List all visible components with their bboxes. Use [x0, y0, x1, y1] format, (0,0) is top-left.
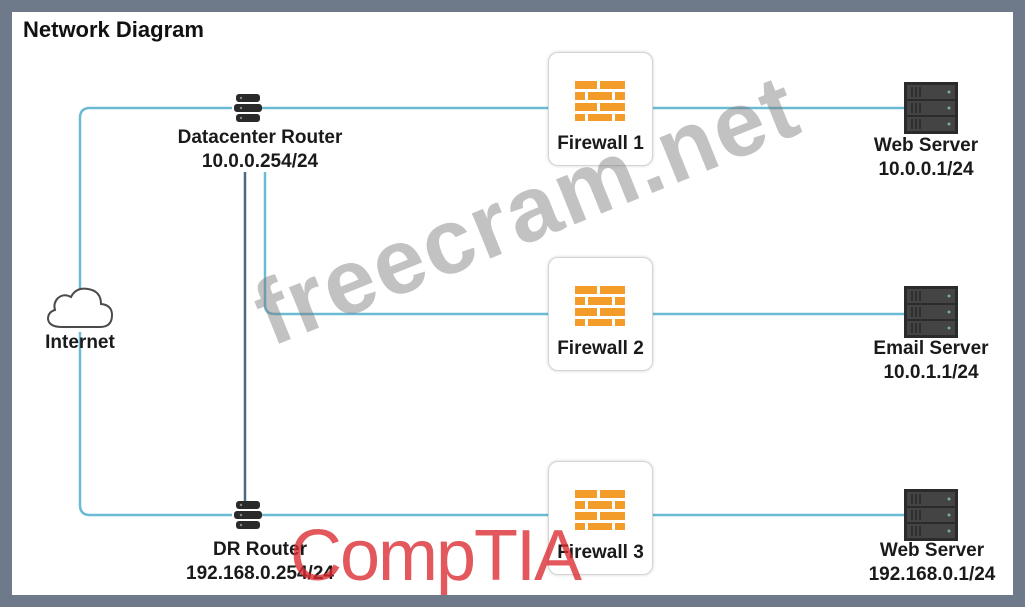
firewall-icon [575, 490, 625, 530]
firewall3-label: Firewall 3 [557, 542, 644, 563]
datacenter-router-name: Datacenter Router [177, 127, 343, 148]
cloud-icon [46, 287, 114, 328]
firewall2-label: Firewall 2 [557, 338, 644, 359]
email-server-ip: 10.0.1.1/24 [883, 362, 979, 383]
firewall1-node: Firewall 1 [548, 52, 653, 166]
router-icon [234, 501, 262, 529]
firewall-icon [575, 286, 625, 326]
web-server1-ip: 10.0.0.1/24 [878, 159, 974, 180]
link-internet-datacenter-router [78, 106, 232, 290]
brand-watermark: CompTIA [290, 516, 582, 596]
firewall3-node: Firewall 3 [548, 461, 653, 575]
internet-label: Internet [45, 332, 115, 353]
email-server-name: Email Server [873, 338, 989, 359]
web-server1-name: Web Server [873, 135, 979, 156]
dr-router-name: DR Router [213, 539, 307, 560]
router-icon [234, 94, 262, 122]
server-icon [904, 489, 958, 541]
server-icon [904, 82, 958, 134]
firewall2-node: Firewall 2 [548, 257, 653, 371]
firewall1-label: Firewall 1 [557, 133, 644, 154]
web-server2-ip: 192.168.0.1/24 [868, 564, 996, 585]
dr-router-ip: 192.168.0.254/24 [186, 563, 334, 584]
firewall-icon [575, 81, 625, 121]
diagram-title: Network Diagram [23, 17, 204, 42]
link-internet-dr-router [78, 332, 232, 517]
link-datacenter-router-firewall2 [263, 172, 548, 316]
web-server2-name: Web Server [879, 540, 985, 561]
server-icon [904, 286, 958, 338]
datacenter-router-ip: 10.0.0.254/24 [201, 151, 319, 172]
